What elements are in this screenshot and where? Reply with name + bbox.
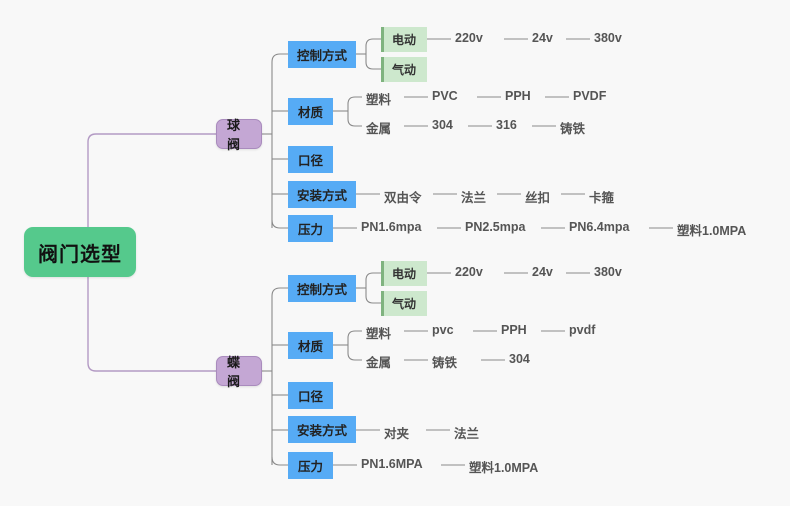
leaf-220v-ball[interactable]: 220v: [455, 31, 483, 45]
leaf-pvc-ball[interactable]: PVC: [432, 89, 458, 103]
leaf-union-ball[interactable]: 双由令: [384, 191, 422, 205]
leaf-pn16-ball[interactable]: PN1.6mpa: [361, 220, 422, 234]
subnode-metal-butterfly[interactable]: 金属: [366, 356, 392, 370]
category-node-material-ball[interactable]: 材质: [288, 98, 333, 125]
leaf-24v-butterfly[interactable]: 24v: [532, 265, 553, 279]
leaf-pn64-ball[interactable]: PN6.4mpa: [569, 220, 630, 234]
leaf-380v-butterfly[interactable]: 380v: [594, 265, 622, 279]
leaf-304-butterfly[interactable]: 304: [509, 352, 530, 366]
category-node-bore-ball[interactable]: 口径: [288, 146, 333, 173]
branch-node-ball-valve[interactable]: 球阀: [216, 118, 262, 152]
leaf-cast-iron-butterfly[interactable]: 铸铁: [432, 356, 458, 370]
subnode-pneumatic-ball[interactable]: 气动: [381, 57, 427, 82]
subnode-electric-butterfly[interactable]: 电动: [381, 261, 427, 286]
root-node[interactable]: 阀门选型: [24, 227, 136, 277]
category-node-pressure-butterfly[interactable]: 压力: [288, 452, 333, 479]
leaf-pph-ball[interactable]: PPH: [505, 89, 531, 103]
subnode-pneumatic-butterfly[interactable]: 气动: [381, 291, 427, 316]
leaf-wafer-butterfly[interactable]: 对夹: [384, 427, 410, 441]
leaf-pvdf-ball[interactable]: PVDF: [573, 89, 607, 103]
leaf-220v-butterfly[interactable]: 220v: [455, 265, 483, 279]
leaf-flange-butterfly[interactable]: 法兰: [454, 427, 480, 441]
branch-node-butterfly-valve[interactable]: 蝶阀: [216, 355, 262, 389]
category-node-material-butterfly[interactable]: 材质: [288, 332, 333, 359]
leaf-pph-butterfly[interactable]: PPH: [501, 323, 527, 337]
leaf-clamp-ball[interactable]: 卡箍: [589, 191, 615, 205]
leaf-pvc-butterfly[interactable]: pvc: [432, 323, 454, 337]
leaf-304-ball[interactable]: 304: [432, 118, 453, 132]
category-node-control-mode-ball[interactable]: 控制方式: [288, 41, 356, 68]
leaf-plastic10-ball[interactable]: 塑料1.0MPA: [677, 224, 747, 238]
subnode-electric-ball[interactable]: 电动: [381, 27, 427, 52]
category-node-bore-butterfly[interactable]: 口径: [288, 382, 333, 409]
leaf-pn16-butterfly[interactable]: PN1.6MPA: [361, 457, 423, 471]
leaf-thread-ball[interactable]: 丝扣: [525, 191, 551, 205]
category-node-installation-butterfly[interactable]: 安装方式: [288, 416, 356, 443]
leaf-cast-iron-ball[interactable]: 铸铁: [560, 122, 586, 136]
subnode-plastic-butterfly[interactable]: 塑料: [366, 327, 392, 341]
subnode-plastic-ball[interactable]: 塑料: [366, 93, 392, 107]
leaf-24v-ball[interactable]: 24v: [532, 31, 553, 45]
leaf-plastic10-butterfly[interactable]: 塑料1.0MPA: [469, 461, 539, 475]
leaf-316-ball[interactable]: 316: [496, 118, 517, 132]
leaf-380v-ball[interactable]: 380v: [594, 31, 622, 45]
leaf-pvdf-butterfly[interactable]: pvdf: [569, 323, 596, 337]
category-node-installation-ball[interactable]: 安装方式: [288, 181, 356, 208]
leaf-pn25-ball[interactable]: PN2.5mpa: [465, 220, 526, 234]
category-node-control-mode-butterfly[interactable]: 控制方式: [288, 275, 356, 302]
category-node-pressure-ball[interactable]: 压力: [288, 215, 333, 242]
leaf-flange-ball[interactable]: 法兰: [461, 191, 487, 205]
subnode-metal-ball[interactable]: 金属: [366, 122, 392, 136]
